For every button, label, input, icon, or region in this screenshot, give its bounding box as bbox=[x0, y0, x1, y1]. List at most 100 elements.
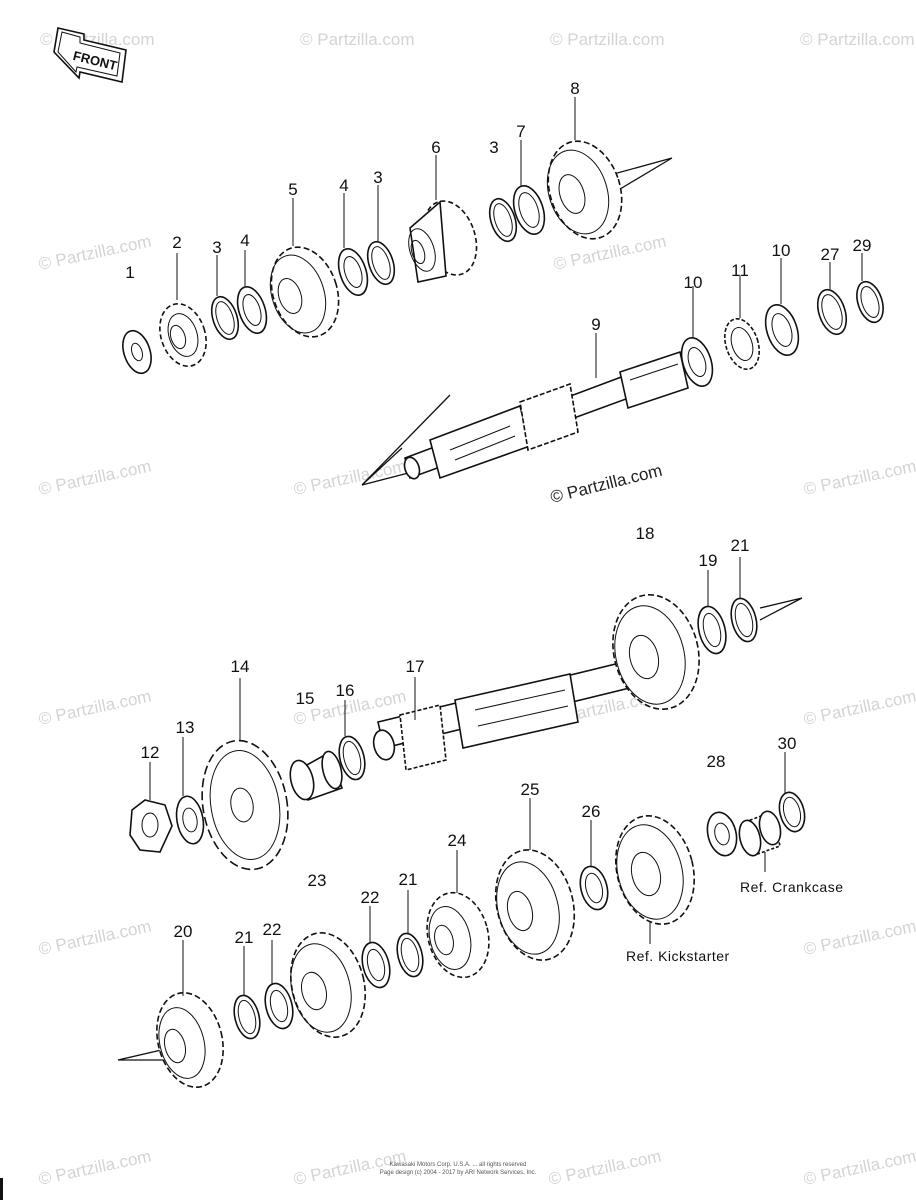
callout-4: 4 bbox=[240, 231, 249, 250]
front-arrow-inner-outline bbox=[57, 31, 121, 77]
kickstarter-gear-ref bbox=[615, 815, 695, 925]
part-19-washer bbox=[697, 605, 727, 655]
part-12-nut bbox=[129, 799, 173, 853]
ref-crankcase-label: Ref. Crankcase bbox=[740, 879, 843, 895]
callout-30: 30 bbox=[778, 734, 797, 753]
callout-numbers: 1 2 3 4 5 4 3 6 3 7 8 9 10 11 10 27 29 1… bbox=[125, 79, 871, 947]
watermark-text: © Partzilla.com bbox=[552, 232, 668, 274]
callout-2: 2 bbox=[172, 233, 181, 252]
leader-lines-middle bbox=[149, 557, 741, 800]
watermark-text: © Partzilla.com bbox=[802, 687, 916, 729]
part-6-dog-gear bbox=[408, 200, 478, 283]
part-3-circlip bbox=[366, 240, 396, 286]
callout-25: 25 bbox=[521, 780, 540, 799]
page-edge-mark bbox=[0, 1178, 3, 1200]
leader-lines-upper bbox=[176, 97, 863, 378]
part-1-washer bbox=[122, 329, 152, 375]
part-10-washer bbox=[680, 337, 714, 387]
part-24-gear bbox=[426, 891, 490, 979]
callout-26: 26 bbox=[582, 802, 601, 821]
callout-12: 12 bbox=[141, 743, 160, 762]
part-21-circlip bbox=[233, 994, 261, 1040]
watermark-text: © Partzilla.com bbox=[37, 457, 153, 499]
callout-23: 23 bbox=[308, 871, 327, 890]
callout-14: 14 bbox=[231, 657, 250, 676]
part-14-sprocket bbox=[201, 739, 289, 871]
part-16-circlip bbox=[338, 735, 366, 781]
callout-9: 9 bbox=[591, 315, 600, 334]
watermark-text: © Partzilla.com bbox=[800, 30, 915, 49]
watermark-text: © Partzilla.com bbox=[37, 917, 153, 959]
callout-20: 20 bbox=[174, 922, 193, 941]
part-18-gear bbox=[612, 594, 700, 710]
part-2-gear bbox=[159, 303, 207, 367]
callout-4: 4 bbox=[339, 176, 348, 195]
ref-kickstarter-label: Ref. Kickstarter bbox=[626, 948, 730, 964]
callout-10: 10 bbox=[772, 241, 791, 260]
callout-3: 3 bbox=[489, 138, 498, 157]
part-8-gear bbox=[546, 140, 623, 240]
callout-21: 21 bbox=[235, 928, 254, 947]
part-3-circlip bbox=[210, 295, 240, 341]
part-13-washer bbox=[175, 795, 205, 845]
callout-6: 6 bbox=[431, 138, 440, 157]
part-11-needle-bearing bbox=[723, 317, 761, 371]
part-20-gear bbox=[156, 991, 224, 1089]
callout-22: 22 bbox=[361, 888, 380, 907]
part-29-circlip bbox=[856, 280, 884, 324]
watermark-text: © Partzilla.com bbox=[37, 1147, 153, 1189]
part-4-washer bbox=[236, 286, 268, 334]
watermark-text-dark: © Partzilla.com bbox=[548, 461, 664, 507]
callout-22: 22 bbox=[263, 920, 282, 939]
part-7-washer bbox=[512, 185, 546, 235]
callout-19: 19 bbox=[699, 551, 718, 570]
watermark-text: © Partzilla.com bbox=[547, 1147, 663, 1189]
callout-7: 7 bbox=[516, 122, 525, 141]
callout-24: 24 bbox=[448, 831, 467, 850]
part-22-washer bbox=[264, 982, 294, 1030]
callout-3: 3 bbox=[212, 238, 221, 257]
part-10-washer bbox=[764, 304, 800, 356]
watermark-text: © Partzilla.com bbox=[300, 30, 415, 49]
axis-arrow-middle-right bbox=[759, 597, 803, 621]
watermark-text: © Partzilla.com bbox=[802, 917, 916, 959]
callout-29: 29 bbox=[853, 236, 872, 255]
callout-21: 21 bbox=[731, 536, 750, 555]
watermark-text: © Partzilla.com bbox=[550, 30, 665, 49]
callout-21: 21 bbox=[399, 870, 418, 889]
part-21-circlip bbox=[730, 597, 758, 643]
part-9-output-shaft bbox=[403, 350, 689, 480]
part-23-gear bbox=[289, 932, 367, 1038]
callout-3: 3 bbox=[373, 168, 382, 187]
callout-8: 8 bbox=[570, 79, 579, 98]
callout-28: 28 bbox=[707, 752, 726, 771]
watermark-text: © Partzilla.com bbox=[802, 457, 916, 499]
callout-10: 10 bbox=[684, 273, 703, 292]
part-28-washer bbox=[706, 811, 738, 857]
callout-27: 27 bbox=[821, 245, 840, 264]
footer-copyright-line2: Page design (c) 2004 - 2017 by ARI Netwo… bbox=[380, 1170, 537, 1176]
part-4-washer bbox=[337, 248, 369, 296]
callout-15: 15 bbox=[296, 689, 315, 708]
crankcase-bearing-ref bbox=[738, 810, 782, 858]
part-5-gear bbox=[269, 246, 340, 338]
callout-16: 16 bbox=[336, 681, 355, 700]
watermark-text: © Partzilla.com bbox=[37, 232, 153, 274]
part-26-washer bbox=[579, 865, 609, 911]
part-17-drive-shaft bbox=[372, 659, 639, 771]
part-3-circlip bbox=[488, 197, 518, 243]
part-21-circlip bbox=[396, 932, 424, 978]
callout-5: 5 bbox=[288, 180, 297, 199]
front-arrow-badge: FRONT bbox=[53, 27, 127, 83]
front-arrow-icon bbox=[53, 27, 127, 83]
part-27-circlip bbox=[816, 288, 848, 336]
callout-17: 17 bbox=[406, 657, 425, 676]
part-15-collar bbox=[289, 750, 344, 802]
watermark-text: © Partzilla.com bbox=[37, 687, 153, 729]
footer-copyright-line1: Kawasaki Motors Corp. U.S.A. ... all rig… bbox=[390, 1162, 527, 1168]
leader-lines-lower bbox=[182, 752, 786, 996]
part-30-circlip bbox=[778, 791, 806, 833]
callout-1: 1 bbox=[125, 263, 134, 282]
callout-11: 11 bbox=[731, 261, 749, 280]
